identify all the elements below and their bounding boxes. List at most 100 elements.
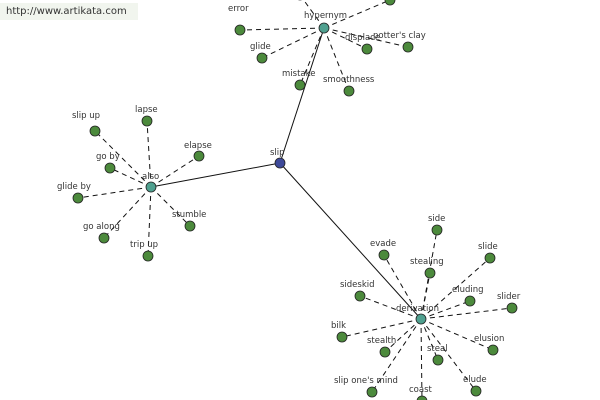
edge-also-trip-up bbox=[147, 186, 152, 257]
edge-hypernym-error bbox=[239, 27, 325, 31]
leaf-node-elude[interactable] bbox=[470, 385, 482, 397]
leaf-node-hidden-5[interactable] bbox=[384, 0, 396, 6]
edge-also-lapse bbox=[146, 120, 152, 188]
leaf-node-steal[interactable] bbox=[432, 354, 444, 366]
leaf-label-bilk: bilk bbox=[331, 321, 346, 331]
hub-node-also[interactable] bbox=[145, 181, 157, 193]
leaf-node-sideskid[interactable] bbox=[354, 290, 366, 302]
edge-derivation-sideskid bbox=[359, 295, 422, 320]
leaf-label-slip-one-s-mind: slip one's mind bbox=[334, 376, 398, 386]
hub-label-derivation: derivation bbox=[396, 304, 439, 314]
leaf-node-side[interactable] bbox=[431, 224, 443, 236]
leaf-node-lapse[interactable] bbox=[141, 115, 153, 127]
site-url-link[interactable]: http://www.artikata.com bbox=[0, 3, 138, 20]
edge-derivation-stealth bbox=[384, 318, 422, 353]
leaf-label-evade: evade bbox=[370, 239, 396, 249]
leaf-node-stealing[interactable] bbox=[424, 267, 436, 279]
edge-also-slip-up bbox=[94, 130, 152, 188]
edge-derivation-slip-one-s-mind bbox=[371, 318, 422, 393]
leaf-node-slider[interactable] bbox=[506, 302, 518, 314]
leaf-node-glide[interactable] bbox=[256, 52, 268, 64]
leaf-label-stumble: stumble bbox=[172, 210, 206, 220]
leaf-label-slip-up: slip up bbox=[72, 111, 100, 121]
leaf-node-potter-s-clay[interactable] bbox=[402, 41, 414, 53]
leaf-label-go-along: go along bbox=[83, 222, 120, 232]
edge-derivation-elusion bbox=[420, 318, 494, 351]
leaf-label-potter-s-clay: potter's clay bbox=[373, 31, 426, 41]
edge-hypernym-displace bbox=[323, 27, 368, 50]
leaf-label-error: error bbox=[228, 4, 249, 14]
leaf-label-side: side bbox=[428, 214, 445, 224]
leaf-label-elusion: elusion bbox=[474, 334, 504, 344]
leaf-node-glide-by[interactable] bbox=[72, 192, 84, 204]
edge-root-derivation bbox=[279, 162, 422, 320]
graph-edges bbox=[77, 0, 513, 400]
edge-also-elapse bbox=[150, 155, 200, 188]
graph-nodes bbox=[72, 0, 518, 400]
hub-node-hypernym[interactable] bbox=[318, 22, 330, 34]
leaf-label-stealth: stealth bbox=[367, 336, 396, 346]
edge-also-go-along bbox=[103, 186, 152, 239]
edge-derivation-slide bbox=[420, 257, 491, 320]
leaf-node-elusion[interactable] bbox=[487, 344, 499, 356]
leaf-node-elapse[interactable] bbox=[193, 150, 205, 162]
edge-derivation-elude bbox=[420, 318, 477, 392]
leaf-node-mistake[interactable] bbox=[294, 79, 306, 91]
leaf-node-bilk[interactable] bbox=[336, 331, 348, 343]
leaf-label-glide-by: glide by bbox=[57, 182, 91, 192]
edge-hypernym-glide bbox=[261, 27, 325, 59]
leaf-label-mistake: mistake bbox=[282, 69, 315, 79]
leaf-node-go-along[interactable] bbox=[98, 232, 110, 244]
hub-node-derivation[interactable] bbox=[415, 313, 427, 325]
leaf-node-trip-up[interactable] bbox=[142, 250, 154, 262]
edge-derivation-evade bbox=[383, 254, 422, 320]
edge-hypernym-hidden-6 bbox=[303, 0, 325, 29]
leaf-label-lapse: lapse bbox=[135, 105, 158, 115]
leaf-label-glide: glide bbox=[250, 42, 271, 52]
leaf-node-displace[interactable] bbox=[361, 43, 373, 55]
leaf-label-smoothness: smoothness bbox=[323, 75, 375, 85]
leaf-label-go-by: go by bbox=[96, 152, 120, 162]
edge-hypernym-smoothness bbox=[323, 27, 350, 92]
leaf-node-smoothness[interactable] bbox=[343, 85, 355, 97]
root-node-slip[interactable] bbox=[274, 157, 286, 169]
edge-also-go-by bbox=[109, 167, 152, 188]
leaf-node-eluding[interactable] bbox=[464, 295, 476, 307]
edge-derivation-bilk bbox=[341, 318, 422, 338]
edge-root-hypernym bbox=[279, 27, 325, 164]
leaf-label-trip-up: trip up bbox=[130, 240, 158, 250]
leaf-node-slip-one-s-mind[interactable] bbox=[366, 386, 378, 398]
edge-also-stumble bbox=[150, 186, 191, 227]
leaf-label-displace: displace bbox=[345, 33, 380, 43]
edge-hypernym-mistake bbox=[299, 27, 325, 86]
leaf-label-elapse: elapse bbox=[184, 141, 212, 151]
leaf-label-stealing: stealing bbox=[410, 257, 444, 267]
leaf-node-slip-up[interactable] bbox=[89, 125, 101, 137]
leaf-label-slide: slide bbox=[478, 242, 498, 252]
hub-label-also: also bbox=[142, 172, 159, 182]
leaf-node-evade[interactable] bbox=[378, 249, 390, 261]
graph-labels: error glide mistake smoothness potter's clay… bbox=[57, 4, 521, 395]
leaf-node-stealth[interactable] bbox=[379, 346, 391, 358]
leaf-label-sideskid: sideskid bbox=[340, 280, 375, 290]
edge-root-also bbox=[150, 162, 281, 188]
leaf-node-coast[interactable] bbox=[416, 395, 428, 400]
leaf-node-go-by[interactable] bbox=[104, 162, 116, 174]
leaf-node-slide[interactable] bbox=[484, 252, 496, 264]
edge-derivation-steal bbox=[420, 318, 439, 361]
edge-derivation-stealing bbox=[420, 272, 431, 320]
leaf-label-coast: coast bbox=[409, 385, 433, 395]
leaf-node-stumble[interactable] bbox=[184, 220, 196, 232]
edge-hypernym-hidden-5 bbox=[323, 0, 391, 29]
hub-label-hypernym: hypernym bbox=[304, 11, 347, 21]
leaf-label-slider: slider bbox=[497, 292, 521, 302]
leaf-label-steal: steal bbox=[427, 344, 448, 354]
leaf-label-elude: elude bbox=[463, 375, 487, 385]
leaf-node-error[interactable] bbox=[234, 24, 246, 36]
edge-derivation-coast bbox=[420, 318, 423, 400]
leaf-label-eluding: eluding bbox=[452, 285, 484, 295]
edge-also-glide-by bbox=[77, 186, 152, 199]
root-label-slip: slip bbox=[270, 148, 285, 158]
edge-derivation-slider bbox=[420, 307, 513, 320]
